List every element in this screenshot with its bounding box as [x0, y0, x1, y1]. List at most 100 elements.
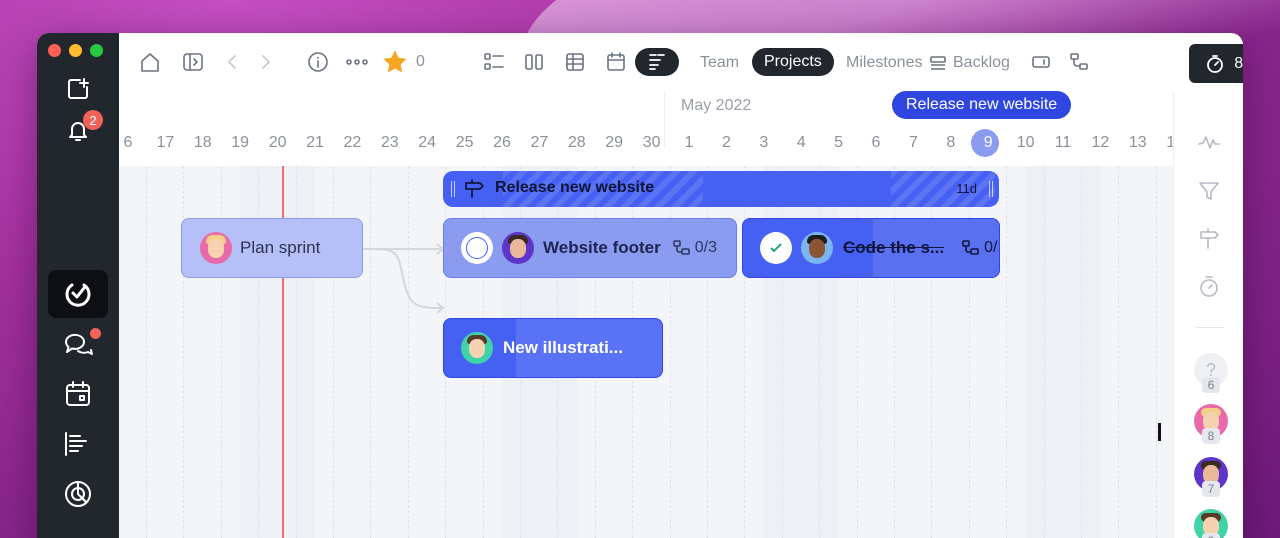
assignee-count: 7 — [1202, 481, 1220, 497]
activity-button[interactable] — [1197, 131, 1221, 155]
subtask-icon — [962, 240, 979, 255]
avatar — [200, 232, 232, 264]
dependency-icon — [1070, 53, 1088, 70]
assignee-filter[interactable]: 3 — [1194, 509, 1228, 538]
filter-button[interactable] — [1197, 179, 1221, 203]
tab-projects[interactable]: Projects — [752, 48, 834, 76]
day-label: 28 — [567, 134, 586, 151]
milestone-title: Release new website — [495, 179, 655, 196]
tab-milestones[interactable]: Milestones — [846, 54, 923, 71]
board-view-button[interactable] — [522, 50, 546, 74]
home-button[interactable] — [138, 50, 162, 74]
right-rail: ? 6 8 7 3 — [1173, 91, 1243, 538]
timer-value: 8:39:04 — [1234, 54, 1243, 72]
assignee-filter[interactable]: 8 — [1194, 404, 1228, 444]
day-label: 24 — [418, 134, 437, 151]
backlog-icon — [930, 56, 946, 70]
grid-column-line — [1006, 166, 1008, 538]
time-tracker-timer[interactable]: 8:39:04 — [1189, 44, 1243, 83]
day-label: 19 — [231, 134, 250, 151]
milestone-bar[interactable]: Release new website 11d — [443, 171, 999, 207]
task-checkbox[interactable] — [461, 232, 493, 264]
day-label: 2 — [721, 134, 731, 151]
task-card[interactable]: New illustrati... — [443, 318, 663, 378]
dependencies-button[interactable] — [1067, 50, 1091, 74]
month-separator — [664, 91, 665, 147]
backlog-button[interactable]: Backlog — [929, 50, 1010, 76]
filter-icon — [1199, 182, 1219, 200]
assignee-filter-unassigned[interactable]: ? 6 — [1194, 353, 1228, 393]
columns-icon — [525, 54, 543, 70]
bell-icon — [69, 122, 87, 141]
task-title: Plan sprint — [240, 238, 321, 257]
task-checkbox-checked[interactable] — [760, 232, 792, 264]
month-label: May 2022 — [681, 97, 752, 114]
app-window: 2 — [37, 33, 1243, 538]
day-label: 12 — [1091, 134, 1110, 151]
timeline-icon — [65, 432, 87, 456]
task-card[interactable]: Website footer 0/3 — [443, 218, 737, 278]
day-label: 9 — [983, 134, 993, 151]
task-card[interactable]: Plan sprint — [181, 218, 363, 278]
add-task-button[interactable] — [48, 65, 108, 113]
table-icon — [566, 53, 584, 71]
add-task-icon — [68, 78, 89, 99]
milestone-marker[interactable]: Release new website — [892, 91, 1072, 119]
favorite-button[interactable] — [383, 50, 407, 74]
avatar — [1194, 457, 1228, 491]
home-icon — [141, 53, 159, 72]
avatar — [1194, 404, 1228, 438]
assignee-filter[interactable]: 7 — [1194, 457, 1228, 497]
time-tracking-button[interactable] — [1197, 275, 1221, 299]
day-label: 5 — [834, 134, 844, 151]
sidebar-item-tasks[interactable] — [48, 270, 108, 318]
calendar-view-button[interactable] — [604, 50, 628, 74]
maximize-window-button[interactable] — [90, 44, 103, 57]
day-label: 6 — [123, 134, 133, 151]
day-label: 17 — [156, 134, 175, 151]
sidebar-item-timeline[interactable] — [48, 420, 108, 468]
table-view-button[interactable] — [563, 50, 587, 74]
day-label: 20 — [268, 134, 287, 151]
app-logo-icon — [65, 283, 91, 307]
resize-handle-left[interactable] — [451, 181, 455, 197]
avatar — [801, 232, 833, 264]
day-label: 18 — [193, 134, 212, 151]
grid-column-line — [819, 166, 821, 538]
timeline-view-button[interactable] — [635, 48, 679, 76]
sidebar-item-reports[interactable] — [48, 470, 108, 518]
grid-column-line — [333, 166, 334, 538]
task-card[interactable]: Code the s... 0/1 — [742, 218, 1000, 278]
weekend-band — [1025, 166, 1101, 538]
activity-icon — [1198, 136, 1220, 149]
sidebar-item-chat[interactable] — [48, 320, 108, 368]
resize-handle-right[interactable] — [989, 181, 993, 197]
grid-column-line — [856, 166, 858, 538]
grid-column-line — [1043, 166, 1045, 538]
toggle-card-button[interactable] — [1029, 50, 1053, 74]
list-view-button[interactable] — [482, 50, 506, 74]
notifications-button[interactable]: 2 — [48, 107, 108, 155]
star-icon — [384, 51, 406, 72]
sidebar-item-calendar[interactable] — [48, 370, 108, 418]
toggle-panel-button[interactable] — [181, 50, 205, 74]
window-controls — [48, 44, 103, 57]
grid-column-line — [894, 166, 895, 538]
card-icon — [1032, 56, 1050, 68]
grid-column-line — [931, 166, 933, 538]
more-button[interactable] — [344, 50, 368, 74]
assignee-count: 6 — [1202, 377, 1220, 393]
minimize-window-button[interactable] — [69, 44, 82, 57]
grid-column-line — [1155, 166, 1157, 538]
back-button[interactable] — [221, 50, 245, 74]
chevron-right-icon — [262, 55, 270, 69]
day-label: 25 — [455, 134, 474, 151]
close-window-button[interactable] — [48, 44, 61, 57]
assignee-count: 8 — [1202, 428, 1220, 444]
subtask-count: 0/3 — [672, 239, 717, 257]
milestones-button[interactable] — [1197, 227, 1221, 251]
forward-button[interactable] — [253, 50, 277, 74]
tab-team[interactable]: Team — [700, 54, 740, 71]
info-button[interactable] — [306, 50, 330, 74]
task-title: Code the s... — [843, 238, 945, 257]
